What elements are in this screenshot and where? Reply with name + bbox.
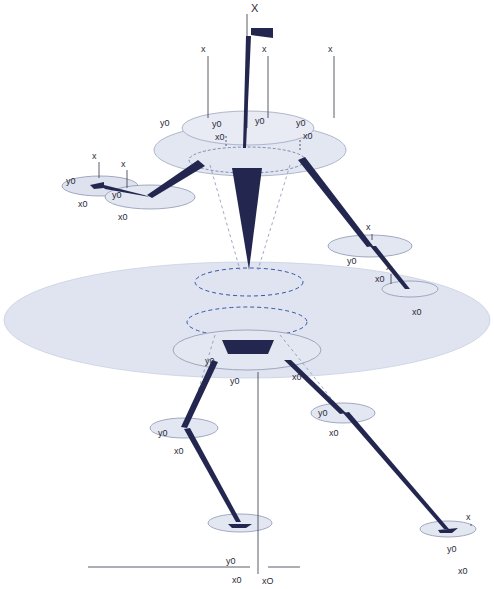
joint-disc — [208, 514, 272, 532]
axis-label: y0 — [347, 256, 357, 266]
joint-disc — [173, 330, 321, 370]
guide-lines — [190, 165, 335, 418]
axis-label: y0 — [212, 119, 222, 129]
axis-label: x0 — [232, 575, 242, 585]
axis-label: x0 — [458, 566, 468, 576]
joint-disc — [182, 111, 314, 145]
axis-label: x0 — [292, 372, 302, 382]
axis-label: x — [386, 262, 391, 272]
axis-label: y0 — [226, 556, 236, 566]
axis-label: x — [262, 44, 267, 54]
link-bars — [90, 28, 458, 533]
axis-label: x0 — [78, 199, 88, 209]
axis-label: x0 — [329, 428, 339, 438]
axis-label: x0 — [118, 212, 128, 222]
platform-disc — [4, 262, 490, 378]
axis-label: xO — [262, 576, 274, 586]
axis-label: x0 — [375, 274, 385, 284]
axis-label: X — [251, 2, 258, 14]
axis-label: x — [201, 44, 206, 54]
axis-label: y0 — [160, 118, 170, 128]
axis-label: x — [466, 512, 471, 522]
axis-label: x0 — [412, 307, 422, 317]
axis-label: y0 — [66, 176, 76, 186]
axis-lines — [88, 14, 471, 574]
axis-label: y0 — [296, 118, 306, 128]
axis-label: x0 — [174, 446, 184, 456]
joint-disc — [195, 268, 303, 296]
axis-label: x0 — [215, 132, 225, 142]
axis-label: y0 — [447, 544, 457, 554]
axis-label: y0 — [318, 408, 328, 418]
axis-label: x — [121, 159, 126, 169]
axis-label: y0 — [112, 190, 122, 200]
axis-label: y0 — [158, 428, 168, 438]
axis-label: y0 — [255, 116, 265, 126]
axis-label: x — [92, 151, 97, 161]
axis-label: x — [328, 44, 333, 54]
axis-label: y0 — [205, 356, 215, 366]
axis-label: y0 — [230, 376, 240, 386]
axis-label: x0 — [303, 131, 313, 141]
axis-label: x — [366, 222, 371, 232]
joint-disc — [420, 521, 476, 537]
